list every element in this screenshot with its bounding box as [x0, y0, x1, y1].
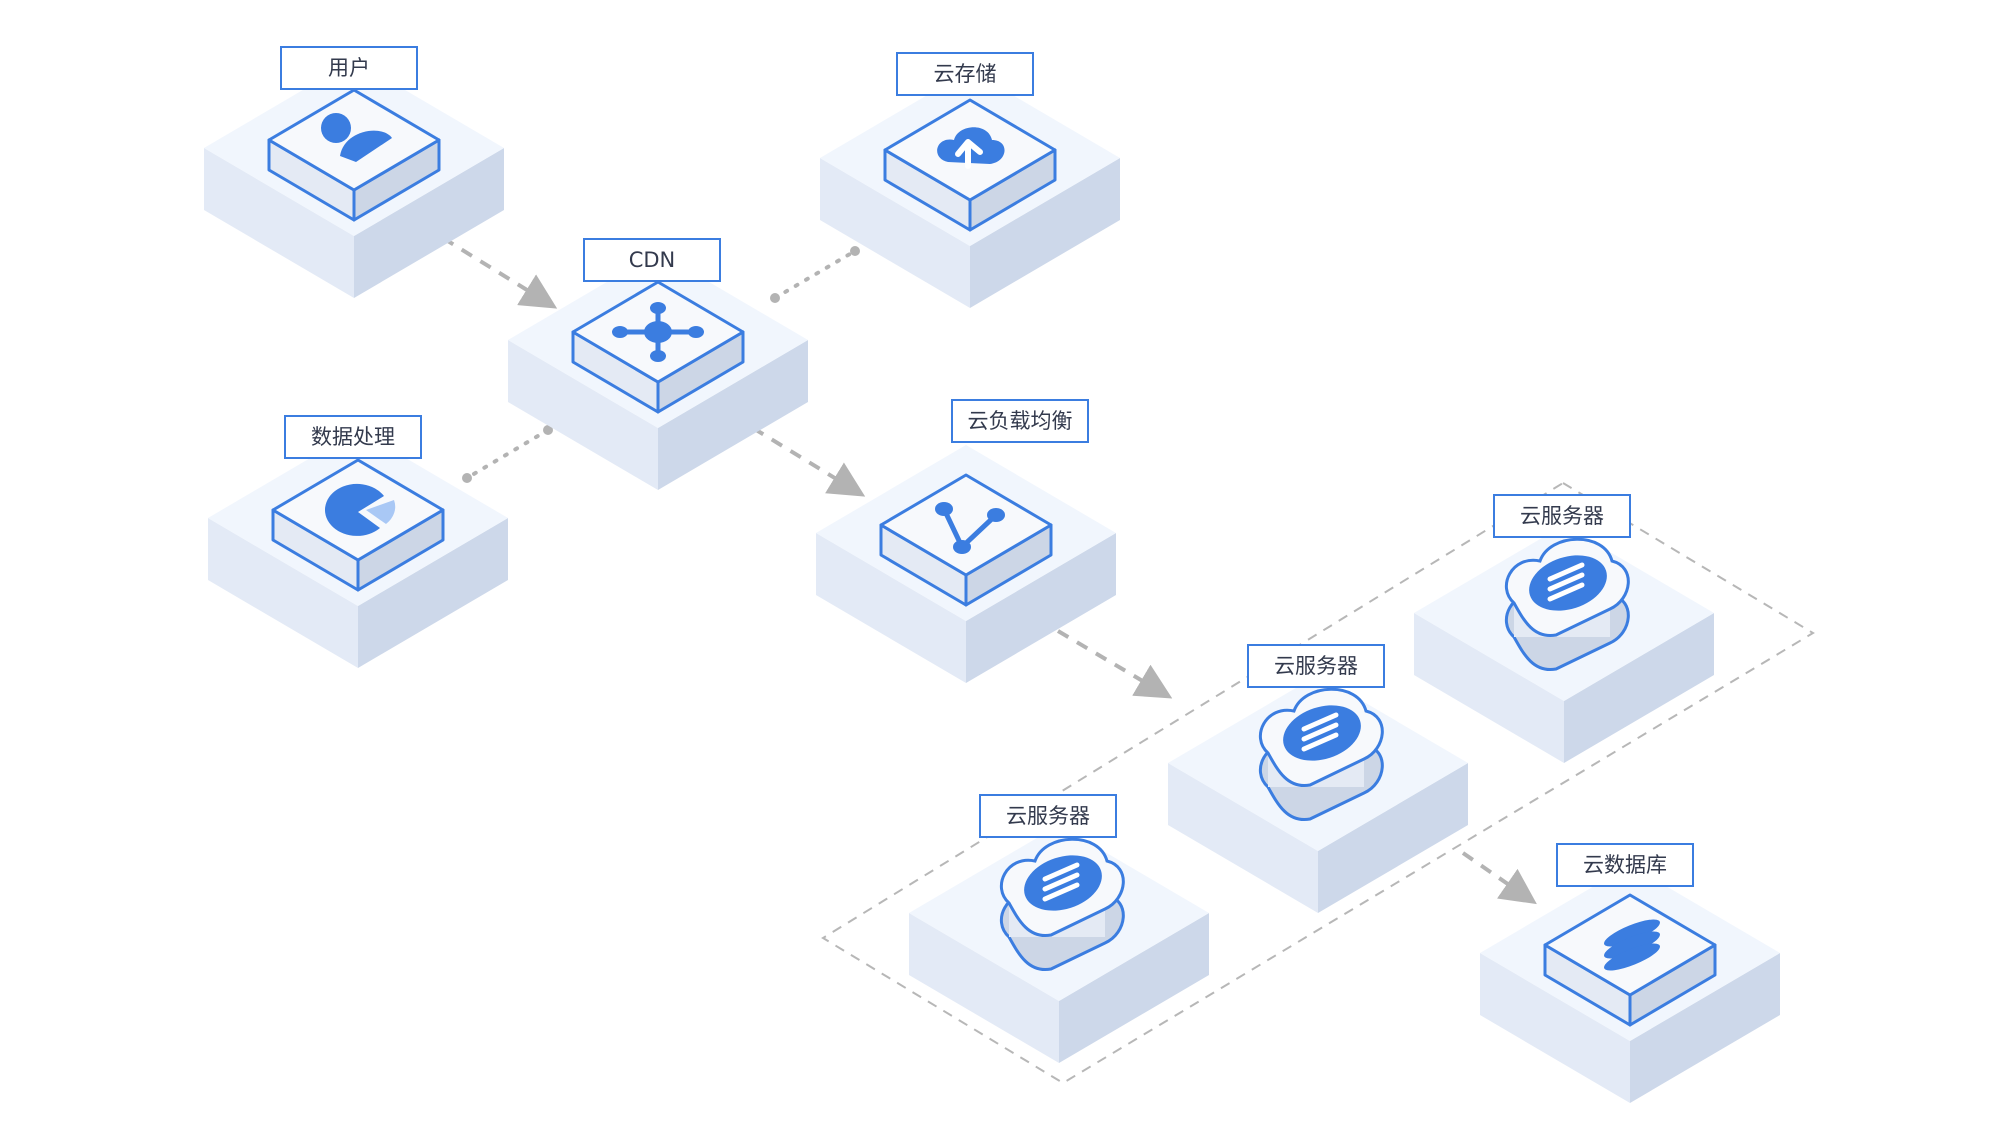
block-left-face — [508, 340, 658, 490]
server-line — [1547, 582, 1585, 602]
database-disk — [1604, 931, 1660, 959]
hub-node — [612, 326, 628, 338]
hub-node — [650, 302, 666, 314]
lb-node — [987, 508, 1005, 522]
label-processing: 数据处理 — [284, 415, 422, 459]
network-hub-icon — [612, 302, 704, 362]
lb-node — [935, 502, 953, 516]
node-server-top — [1414, 525, 1714, 763]
connector-dot — [770, 293, 780, 303]
block-right-face — [358, 518, 508, 668]
node-database — [1480, 865, 1780, 1103]
node-lb — [816, 445, 1116, 683]
node-processing — [208, 430, 508, 668]
cloud-server-icon — [1258, 687, 1384, 822]
block-left-face — [204, 148, 354, 298]
block-left-face — [1480, 953, 1630, 1103]
node-cdn — [508, 252, 808, 490]
block-left-face — [1168, 763, 1318, 913]
nodes-layer — [204, 60, 1780, 1103]
block-right-face — [1059, 913, 1209, 1063]
node-server-mid — [1168, 675, 1468, 913]
database-disk — [1604, 943, 1660, 971]
label-lb: 云负载均衡 — [951, 399, 1089, 443]
node-storage — [820, 70, 1120, 308]
block-left-face — [909, 913, 1059, 1063]
load-balancer-icon — [935, 502, 1005, 554]
connector-cdn-storage — [773, 249, 857, 300]
connector-cdn-processing — [465, 428, 550, 480]
node-user — [204, 60, 504, 298]
hub-node — [688, 326, 704, 338]
label-storage: 云存储 — [896, 52, 1034, 96]
server-line — [1042, 862, 1080, 882]
block-right-face — [966, 533, 1116, 683]
server-line — [1547, 572, 1585, 592]
lb-node — [953, 540, 971, 554]
label-user: 用户 — [280, 46, 418, 90]
connector-dot — [462, 473, 472, 483]
user-body — [340, 130, 392, 162]
connector-cdn-lb — [751, 426, 866, 497]
connector-server-database — [1461, 851, 1537, 905]
block-left-face — [208, 518, 358, 668]
hub-center — [644, 321, 672, 343]
database-icon — [1604, 919, 1660, 971]
block-right-face — [970, 158, 1120, 308]
pie-slice-large — [324, 483, 384, 536]
block-left-face — [820, 158, 970, 308]
block-right-face — [1318, 763, 1468, 913]
block-top-face — [879, 473, 1053, 577]
block-right-face — [354, 148, 504, 298]
connector-user-cdn — [441, 236, 558, 309]
user-head — [321, 113, 351, 143]
pie-chart-icon — [324, 483, 396, 536]
label-server-bot: 云服务器 — [979, 794, 1117, 838]
label-database: 云数据库 — [1556, 843, 1694, 887]
connectors — [441, 236, 1537, 905]
block-right-face — [1630, 953, 1780, 1103]
cloud-server-icon — [999, 837, 1125, 972]
block-right-face — [1564, 613, 1714, 763]
connector-dot — [543, 425, 553, 435]
label-cdn: CDN — [583, 238, 721, 282]
server-cluster-outline — [821, 481, 1815, 1085]
label-server-top: 云服务器 — [1493, 494, 1631, 538]
connector-dot — [850, 246, 860, 256]
server-line — [1301, 722, 1339, 742]
cloud-upload-icon — [937, 127, 1005, 169]
node-server-bot — [909, 825, 1209, 1063]
server-line — [1042, 872, 1080, 892]
user-icon — [321, 113, 392, 162]
label-server-mid: 云服务器 — [1247, 644, 1385, 688]
pie-slice-small — [366, 500, 396, 524]
connector-lb-server — [1056, 629, 1173, 699]
server-line — [1547, 562, 1585, 582]
server-line — [1301, 732, 1339, 752]
block-right-face — [658, 340, 808, 490]
block-left-face — [816, 533, 966, 683]
hub-node — [650, 350, 666, 362]
database-disk — [1604, 919, 1660, 947]
upload-arrow — [955, 139, 983, 169]
server-line — [1301, 712, 1339, 732]
server-line — [1042, 882, 1080, 902]
cloud-server-icon — [1504, 537, 1630, 672]
block-left-face — [1414, 613, 1564, 763]
